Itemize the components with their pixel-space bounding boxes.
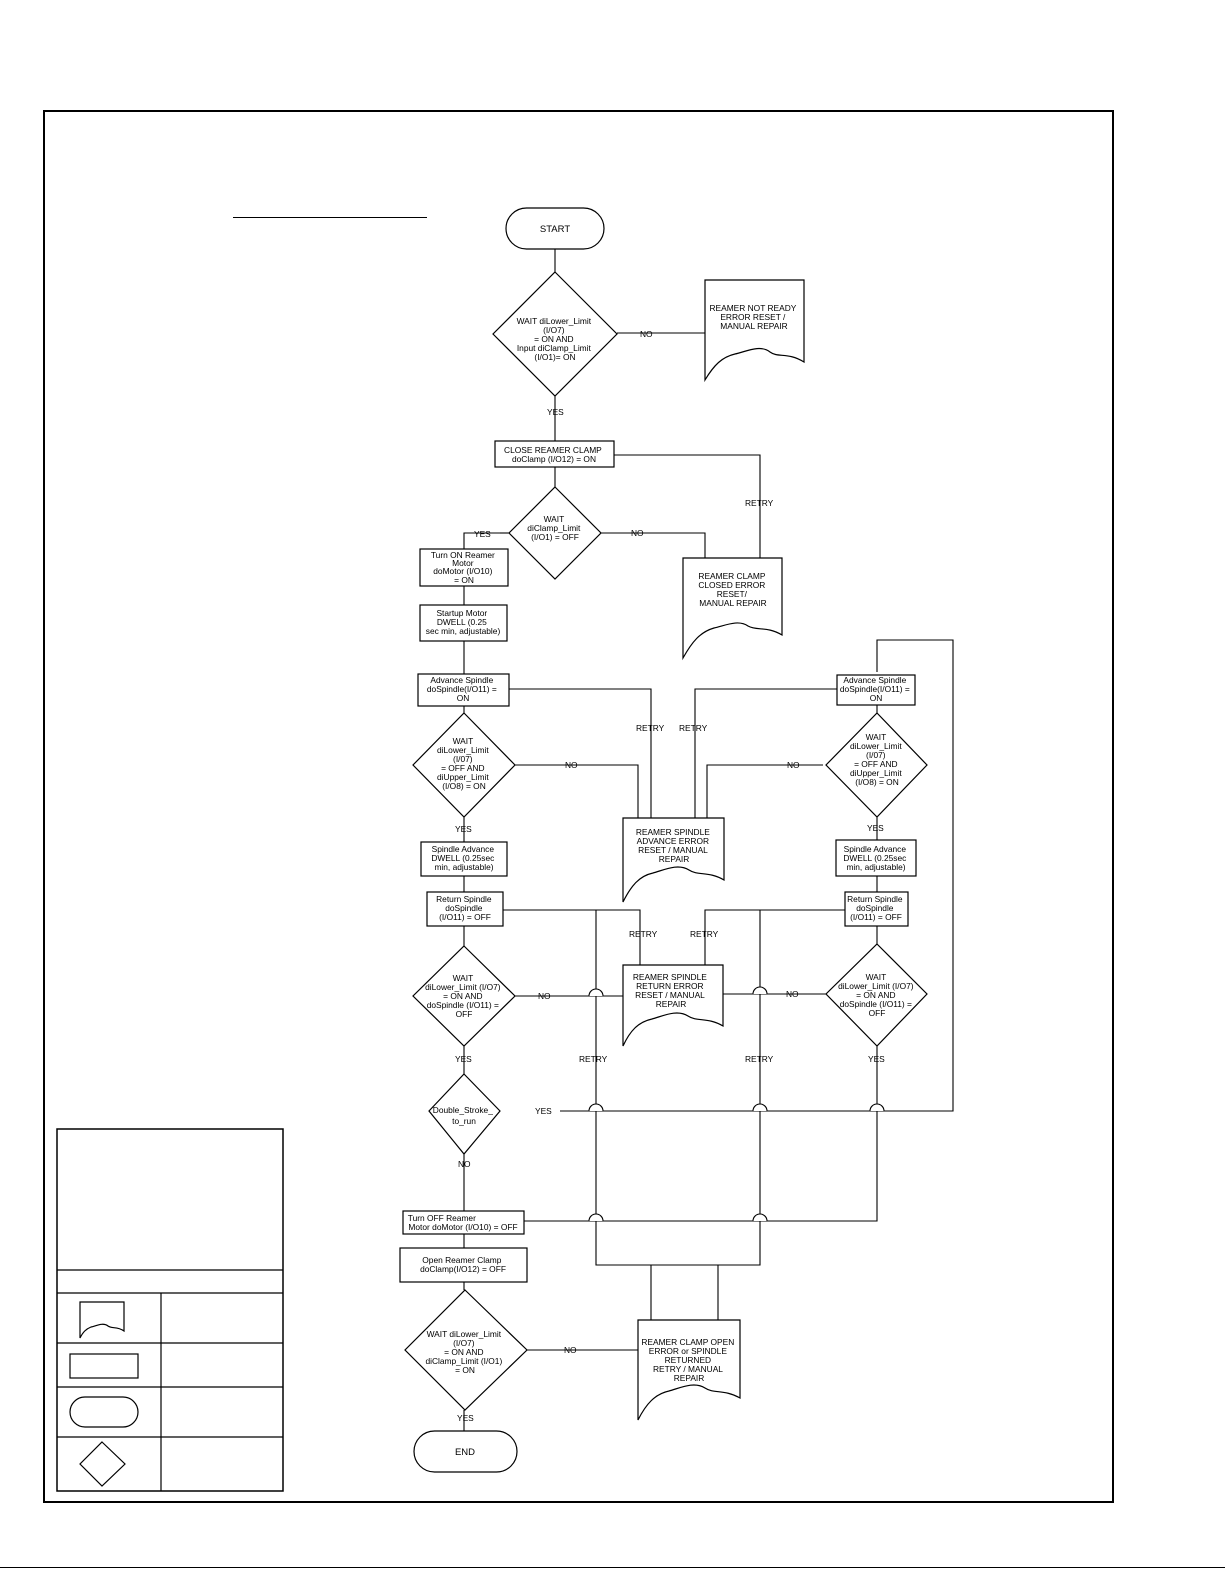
p10-text: Turn OFF Reamer Motor doMotor (I/O10) = …: [408, 1213, 518, 1232]
legend: [56, 1128, 284, 1492]
p1-text: CLOSE REAMER CLAMP doClamp (I/O12) = ON: [504, 445, 604, 464]
d4-text: WAIT diLower_Limit (I/07) = OFF AND diUp…: [850, 732, 904, 787]
process-startup-dwell: [419, 604, 508, 642]
process-advance-spindle-1: [417, 673, 510, 707]
edge-label-no: NO: [640, 329, 653, 339]
edge-label-yes: YES: [535, 1106, 552, 1116]
p4-text: Advance Spindle doSpindle(I/O11) = ON: [427, 675, 499, 703]
p9-text: Return Spindle doSpindle (I/O11) = OFF: [847, 894, 905, 922]
process-advance-dwell-1: [420, 841, 508, 877]
e2-text: REAMER CLAMP CLOSED ERROR RESET/ MANUAL …: [698, 571, 767, 608]
error-spindle-return: [622, 964, 724, 1047]
end-terminator: [413, 1430, 518, 1473]
decision-wait-ready: [492, 271, 618, 397]
p11-text: Open Reamer Clamp doClamp(I/O12) = OFF: [420, 1255, 506, 1274]
error-not-ready: [704, 279, 805, 383]
decision-clamp-open: [404, 1289, 528, 1411]
process-motor-off: [402, 1210, 525, 1235]
edge-label-yes: YES: [868, 1054, 885, 1064]
start-terminator: [505, 207, 605, 250]
edge-label-retry: RETRY: [690, 929, 719, 939]
edge-label-no: NO: [565, 760, 578, 770]
p5-text: Advance Spindle doSpindle(I/O11) = ON: [840, 675, 912, 703]
edge-label-no: NO: [538, 991, 551, 1001]
legend-frame: [56, 1128, 284, 1492]
crossing-hops: [588, 986, 885, 1222]
e3-text: REAMER SPINDLE ADVANCE ERROR RESET / MAN…: [636, 827, 712, 864]
edge-label-no: NO: [787, 760, 800, 770]
process-shape-icon: [69, 1353, 139, 1379]
edge-label-yes: YES: [867, 823, 884, 833]
decision-clamp-off: [508, 486, 602, 580]
error-clamp-open: [637, 1319, 741, 1421]
error-clamp-closed: [682, 557, 783, 661]
edge-label-retry: RETRY: [745, 1054, 774, 1064]
e4-text: REAMER SPINDLE RETURN ERROR RESET / MANU…: [633, 972, 709, 1009]
edge-label-yes: YES: [455, 1054, 472, 1064]
node-text: START WAIT diLower_Limit (I/O7) = ON AND…: [408, 224, 916, 1458]
edge-label-no: NO: [564, 1345, 577, 1355]
shapes: [399, 207, 928, 1473]
edge-labels: NO YES RETRY NO YES RETRY RETRY NO NO YE…: [455, 329, 885, 1423]
process-return-spindle-2: [844, 891, 909, 927]
process-open-clamp: [399, 1247, 528, 1283]
error-spindle-advance: [622, 817, 725, 903]
edge-label-retry: RETRY: [679, 723, 708, 733]
terminator-shape-icon: [69, 1396, 139, 1428]
process-return-spindle-1: [426, 891, 504, 927]
edge-label-retry: RETRY: [629, 929, 658, 939]
p6-text: Spindle Advance DWELL (0.25sec min, adju…: [431, 844, 496, 872]
process-advance-dwell-2: [835, 839, 917, 877]
page-bottom-rule: [0, 1567, 1225, 1568]
edge-label-yes: YES: [474, 529, 491, 539]
d1-text: WAIT diLower_Limit (I/O7) = ON AND Input…: [517, 316, 594, 362]
document-shape-icon: [79, 1301, 125, 1339]
process-close-clamp: [494, 440, 615, 468]
edge-label-yes: YES: [455, 824, 472, 834]
edge-label-no: NO: [631, 528, 644, 538]
d2-text: WAIT diClamp_Limit (I/O1) = OFF: [527, 514, 582, 542]
decision-return-1: [412, 945, 516, 1047]
d3-text: WAIT diLower_Limit (I/07) = OFF AND diUp…: [437, 736, 491, 791]
p7-text: Spindle Advance DWELL (0.25sec min, adju…: [843, 844, 908, 872]
edge-label-yes: YES: [457, 1413, 474, 1423]
edge-label-retry: RETRY: [636, 723, 665, 733]
page-frame: [43, 110, 1114, 1503]
p8-text: Return Spindle doSpindle (I/O11) = OFF: [436, 894, 494, 922]
start-label: START: [540, 224, 570, 235]
e5-text: REAMER CLAMP OPEN ERROR or SPINDLE RETUR…: [641, 1337, 736, 1383]
d5-text: WAIT diLower_Limit (I/O7) = ON AND doSpi…: [425, 973, 503, 1019]
d7-text: Double_Stroke_ to_run: [433, 1105, 495, 1126]
p2-text: Turn ON Reamer Motor doMotor (I/O10) = O…: [431, 550, 497, 585]
decision-advance-2: [825, 712, 928, 818]
edge-label-yes: YES: [547, 407, 564, 417]
e1-text: REAMER NOT READY ERROR RESET / MANUAL RE…: [709, 303, 798, 331]
decision-return-2: [825, 943, 928, 1047]
p3-text: Startup Motor DWELL (0.25 sec min, adjus…: [426, 608, 501, 636]
d8-text: WAIT diLower_Limit (I/O7) = ON AND diCla…: [425, 1329, 504, 1375]
title-underline: [233, 217, 427, 218]
process-motor-on: [419, 548, 509, 587]
edge-label-retry: RETRY: [579, 1054, 608, 1064]
decision-shape-icon: [79, 1441, 126, 1487]
decision-double-stroke: [428, 1073, 501, 1155]
decision-advance-1: [412, 712, 516, 818]
end-label: END: [455, 1447, 475, 1458]
edge-label-no: NO: [458, 1159, 471, 1169]
edge-label-no: NO: [786, 989, 799, 999]
process-advance-spindle-2: [836, 674, 916, 706]
d6-text: WAIT diLower_Limit (I/O7) = ON AND doSpi…: [838, 972, 916, 1018]
edge-label-retry: RETRY: [745, 498, 774, 508]
